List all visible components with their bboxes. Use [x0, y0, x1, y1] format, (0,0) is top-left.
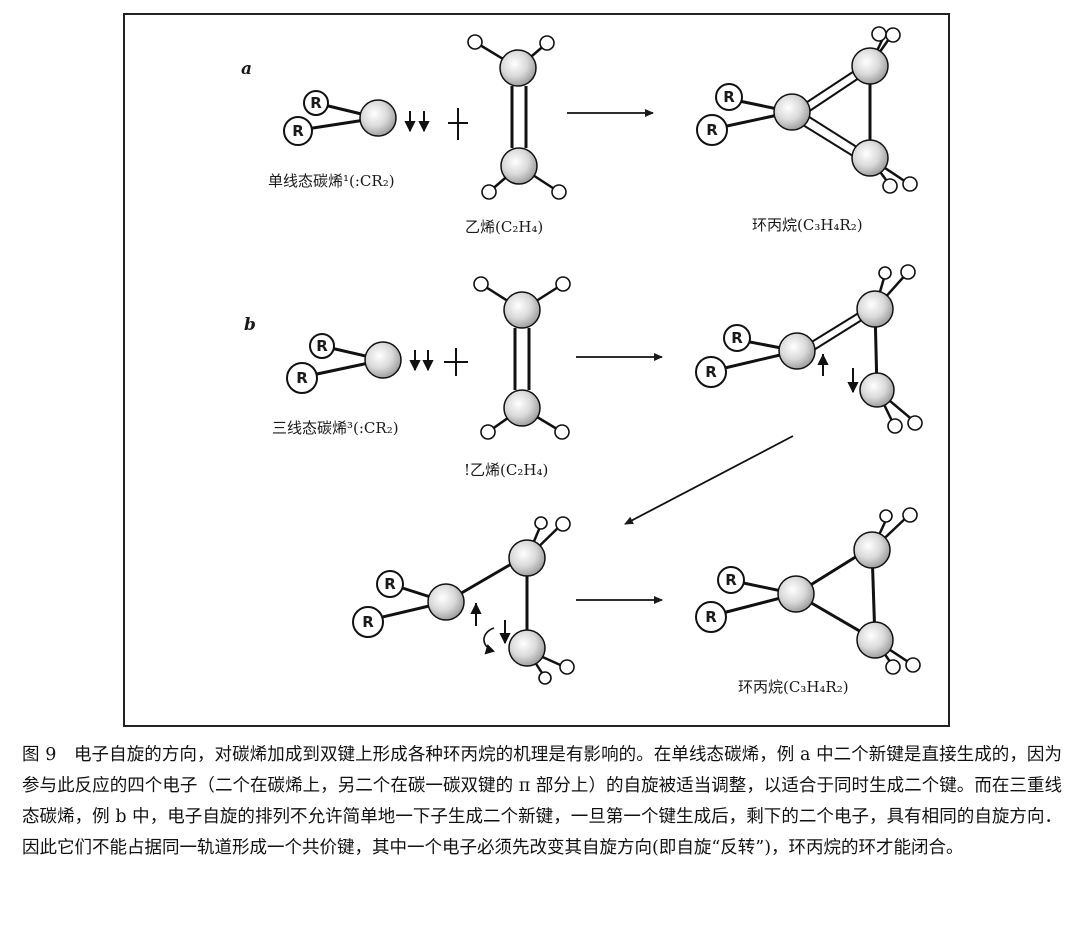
r-group-label: R: [310, 94, 322, 112]
carbon-atom: [851, 139, 889, 177]
hydrogen-atom: [481, 184, 497, 200]
r-group-label: R: [731, 329, 743, 347]
hydrogen-atom: [885, 27, 901, 43]
carbon-atom: [856, 621, 894, 659]
label-singlet-carbene: 单线态碳烯¹(:CR₂): [268, 172, 395, 190]
spin-arrows: [404, 111, 430, 133]
r-group-circle: [696, 114, 728, 146]
hydrogen-atom: [902, 507, 918, 523]
carbon-atom: [359, 99, 397, 137]
r-group-label: R: [292, 122, 304, 140]
r-group-circle: [283, 116, 313, 146]
r-group-circle: [376, 570, 404, 598]
hydrogen-atom: [534, 516, 548, 530]
r-group-label: R: [705, 608, 717, 626]
singlet-carbene: R R: [283, 90, 397, 146]
r-group-label: R: [723, 88, 735, 106]
label-cyclopropane-a: 环丙烷(C₃H₄R₂): [752, 216, 863, 234]
hydrogen-atom: [905, 657, 921, 673]
carbon-atom: [777, 575, 815, 613]
r-group-label: R: [384, 575, 396, 593]
label-ethylene-a: 乙烯(C₂H₄): [465, 218, 543, 236]
hydrogen-atom: [551, 184, 567, 200]
figure-caption: 图 9 电子自旋的方向，对碳烯加成到双键上形成各种环丙烷的机理是有影响的。在单线…: [22, 740, 1062, 864]
hydrogen-atom: [480, 424, 496, 440]
r-group-circle: [352, 606, 384, 638]
r-group-circle: [695, 601, 727, 633]
hydrogen-atom: [473, 276, 489, 292]
caption-text: 图 9 电子自旋的方向，对碳烯加成到双键上形成各种环丙烷的机理是有影响的。在单线…: [22, 745, 1062, 858]
panel-label-a: a: [241, 59, 252, 79]
carbon-atom: [427, 583, 465, 621]
r-group-label: R: [362, 613, 374, 631]
carbon-atom: [503, 291, 541, 329]
figure-frame: [123, 13, 950, 727]
hydrogen-atom: [554, 424, 570, 440]
hydrogen-atom: [559, 659, 575, 675]
r-group-circle: [286, 362, 318, 394]
carbon-atom: [508, 629, 546, 667]
carbon-atom: [859, 372, 895, 408]
hydrogen-atom: [555, 276, 571, 292]
carbon-atom: [773, 93, 811, 131]
carbon-atom: [853, 531, 891, 569]
hydrogen-atom: [887, 418, 903, 434]
r-group-circle: [309, 333, 335, 359]
hydrogen-atom: [885, 659, 901, 675]
diradical-intermediate-c: R R: [352, 516, 575, 685]
hydrogen-atom: [882, 178, 898, 194]
r-group-label: R: [316, 337, 328, 355]
spin-arrows: [817, 353, 859, 394]
reaction-arrow: [624, 435, 794, 525]
r-group-label: R: [705, 363, 717, 381]
plus-sign: [444, 348, 468, 376]
r-group-circle: [695, 356, 727, 388]
hydrogen-atom: [538, 671, 552, 685]
spin-arrows: [409, 350, 434, 372]
hydrogen-atom: [907, 415, 923, 431]
hydrogen-atom: [871, 26, 887, 42]
hydrogen-atom: [879, 509, 893, 523]
panel-label-b: b: [244, 315, 256, 335]
r-group-circle: [715, 83, 743, 111]
label-triplet-carbene: 三线态碳烯³(:CR₂): [272, 419, 399, 437]
r-group-circle: [303, 90, 329, 116]
carbon-atom: [508, 539, 546, 577]
carbon-atom: [500, 147, 538, 185]
ethylene-molecule-b: [473, 276, 571, 440]
r-group-label: R: [706, 121, 718, 139]
label-cyclopropane-final: 环丙烷(C₃H₄R₂): [738, 678, 849, 696]
cyclopropane-a: R R: [696, 26, 918, 194]
r-group-label: R: [296, 369, 308, 387]
triplet-carbene: R R: [286, 333, 402, 394]
carbon-atom: [499, 49, 537, 87]
r-group-circle: [723, 324, 751, 352]
hydrogen-atom: [555, 516, 571, 532]
hydrogen-atom: [467, 34, 483, 50]
r-group-circle: [717, 566, 745, 594]
hydrogen-atom: [900, 264, 916, 280]
label-ethylene-b: !乙烯(C₂H₄): [464, 461, 548, 479]
carbon-atom: [364, 341, 402, 379]
spin-flip-arrows: [470, 602, 511, 655]
carbon-atom: [503, 389, 541, 427]
r-group-label: R: [725, 571, 737, 589]
hydrogen-atom: [539, 35, 555, 51]
hydrogen-atom: [878, 266, 892, 280]
carbon-atom: [851, 47, 889, 85]
cyclopropane-final: R R: [695, 507, 921, 675]
carbon-atom: [778, 332, 816, 370]
carbon-atom: [856, 290, 894, 328]
plus-sign: [448, 108, 468, 140]
diradical-intermediate-b: R R: [695, 264, 923, 434]
hydrogen-atom: [902, 176, 918, 192]
ethylene-molecule-a: [467, 34, 567, 200]
